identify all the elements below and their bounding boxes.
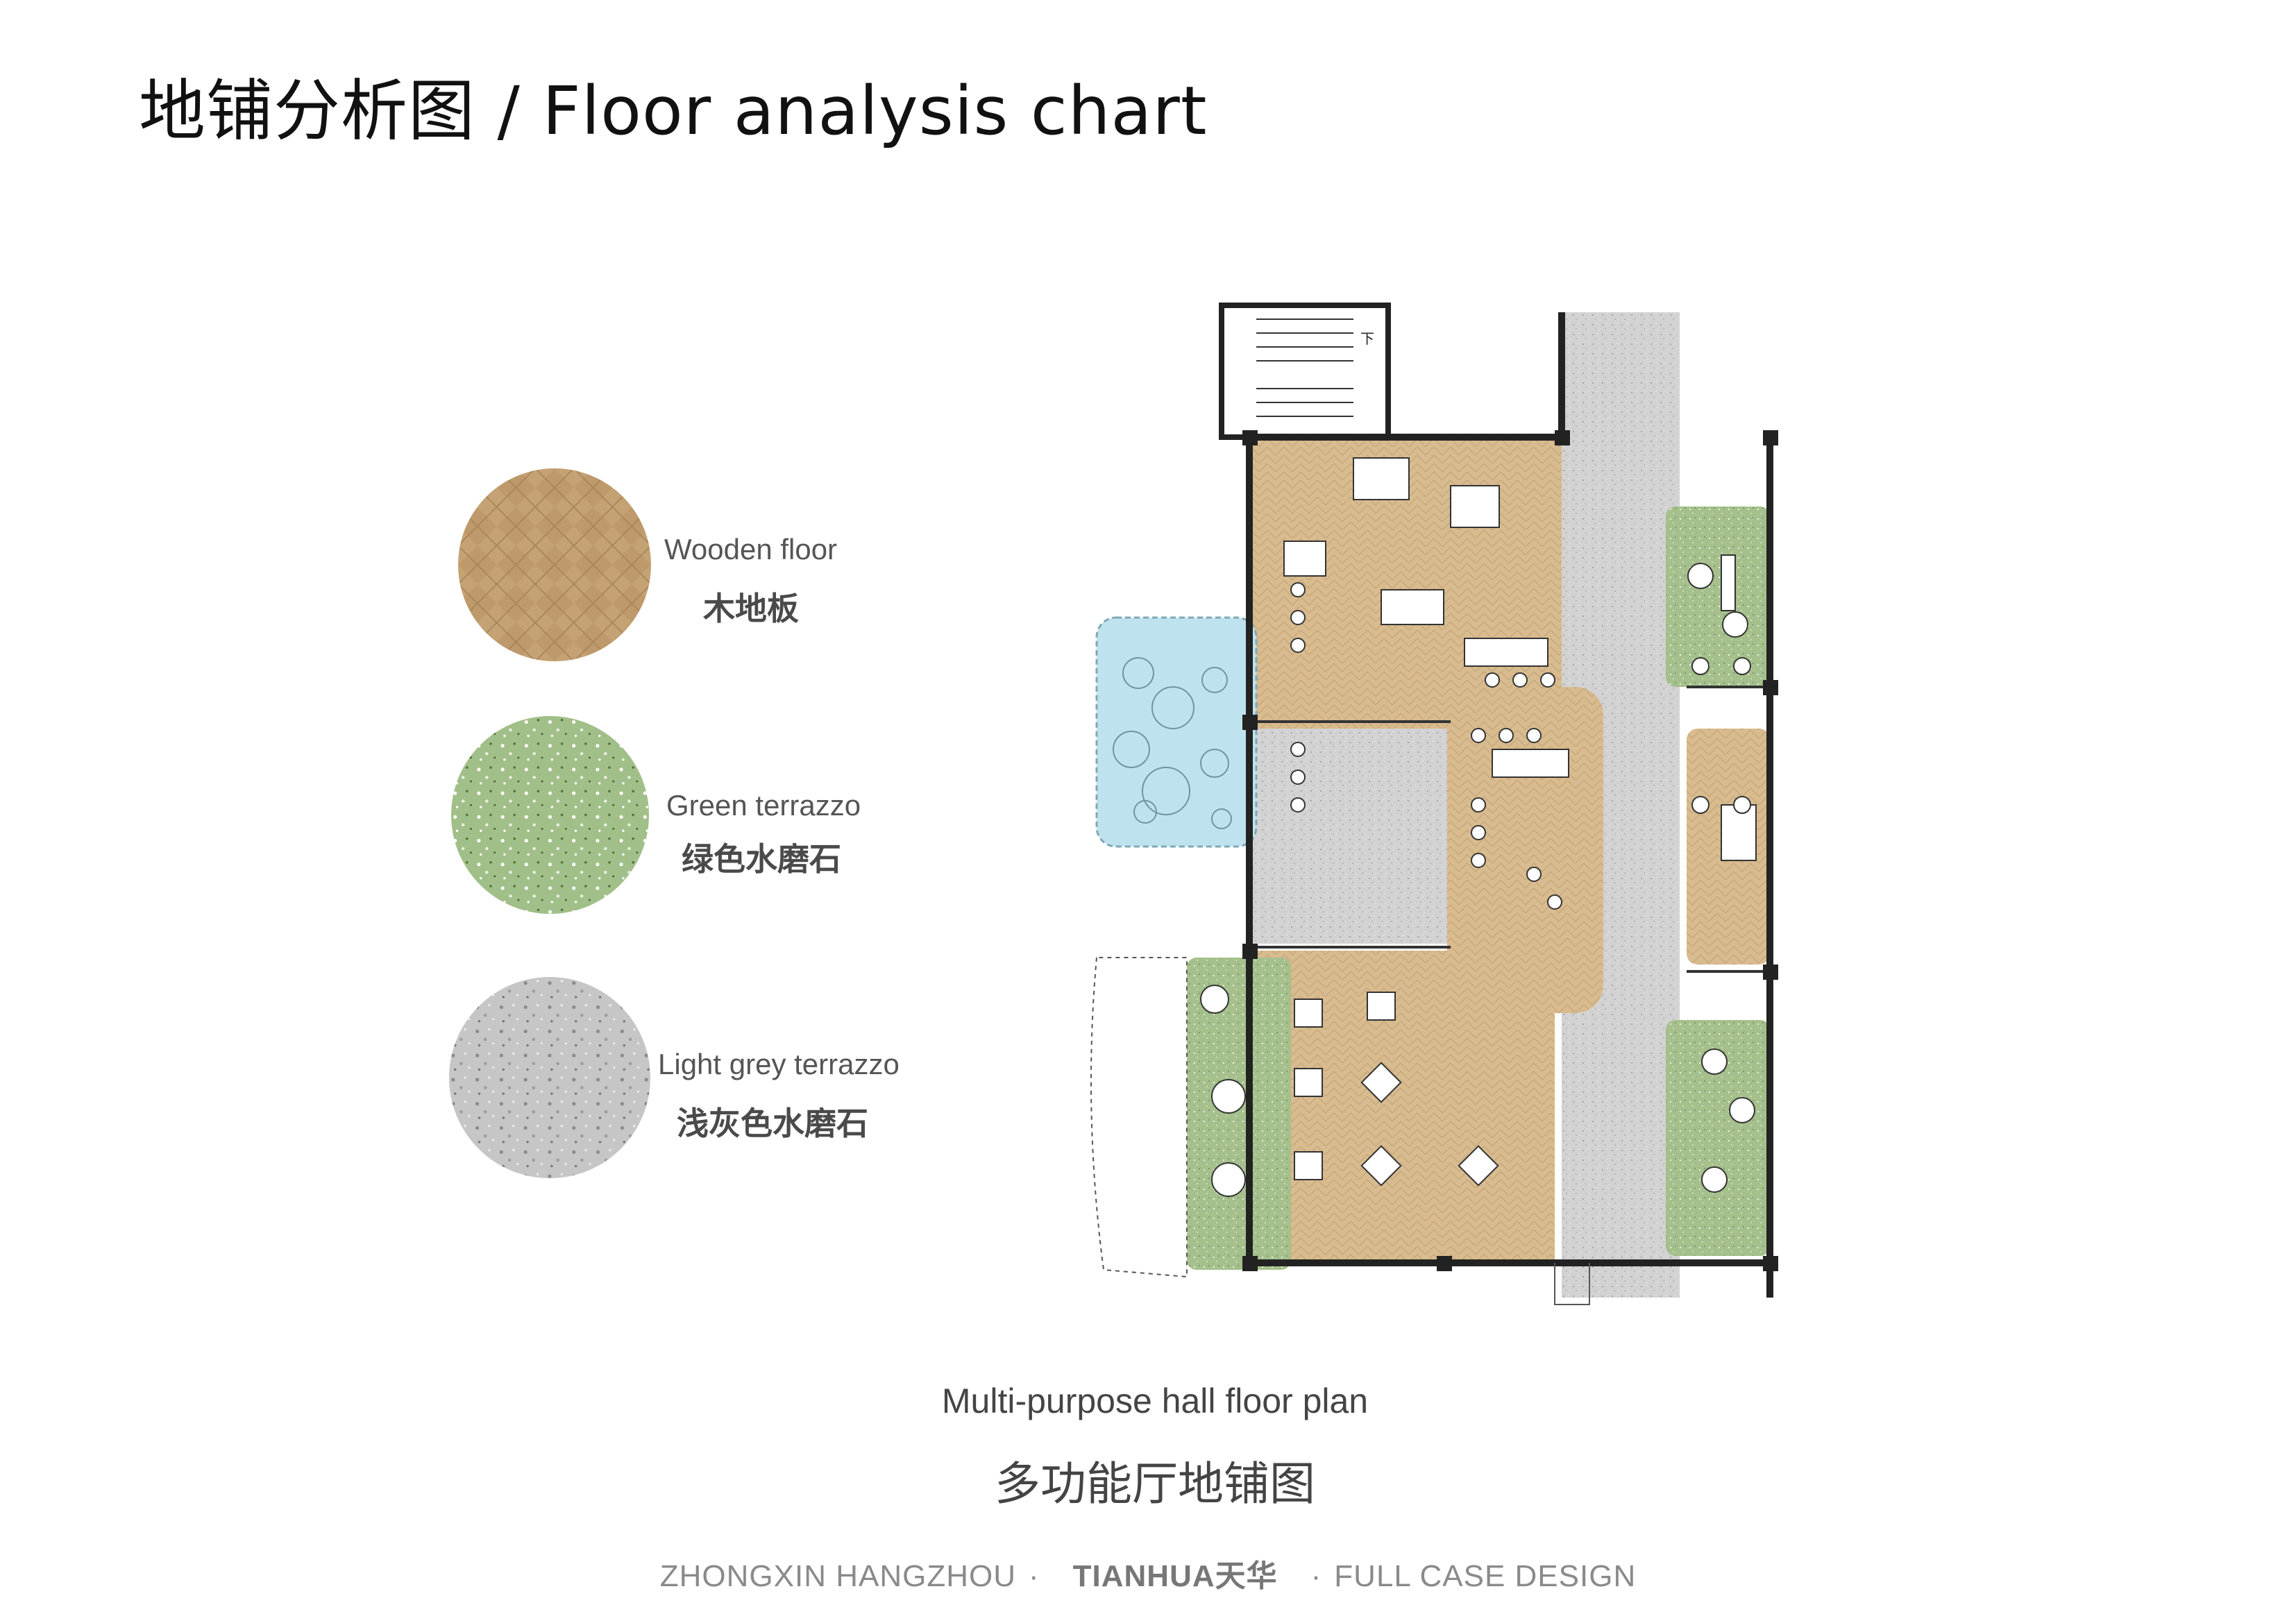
pool — [1095, 616, 1258, 848]
legend-grey-zh: 浅灰色水磨石 — [677, 1105, 868, 1142]
footer-left: ZHONGXIN HANGZHOU — [659, 1559, 1016, 1593]
green-area-right-top — [1666, 507, 1770, 687]
grey-center — [1249, 729, 1471, 944]
footer-right: FULL CASE DESIGN — [1334, 1559, 1637, 1593]
green-area-right-bottom — [1666, 1020, 1770, 1256]
floor-plan: 下 — [1076, 264, 1825, 1318]
page-title: 地铺分析图 / Floor analysis chart — [139, 72, 1208, 150]
green-terrazzo-swatch — [451, 716, 649, 914]
green-area-left — [1187, 958, 1291, 1270]
legend-green-en: Green terrazzo — [666, 789, 861, 822]
footer-separator: · — [1029, 1559, 1040, 1593]
stair-label: 下 — [1360, 330, 1374, 347]
legend-wooden-zh: 木地板 — [703, 590, 799, 627]
footer: ZHONGXIN HANGZHOU · TIANHUA天华 · FULL CASE DE… — [0, 1551, 2296, 1595]
wood-room-bottom — [1249, 951, 1555, 1263]
legend-green-zh: 绿色水磨石 — [682, 840, 841, 878]
wooden-floor-swatch — [458, 468, 651, 661]
footer-separator: · — [1310, 1559, 1322, 1593]
plan-caption-zh: 多功能厅地铺图 — [995, 1457, 1315, 1511]
stairwell — [1219, 303, 1391, 440]
plan-caption-en: Multi-purpose hall floor plan — [941, 1382, 1369, 1420]
grey-terrazzo-swatch — [449, 977, 650, 1178]
legend-wooden-en: Wooden floor — [664, 533, 838, 566]
footer-brand: TIANHUA天华 — [1072, 1559, 1278, 1593]
legend-grey-en: Light grey terrazzo — [658, 1048, 900, 1080]
